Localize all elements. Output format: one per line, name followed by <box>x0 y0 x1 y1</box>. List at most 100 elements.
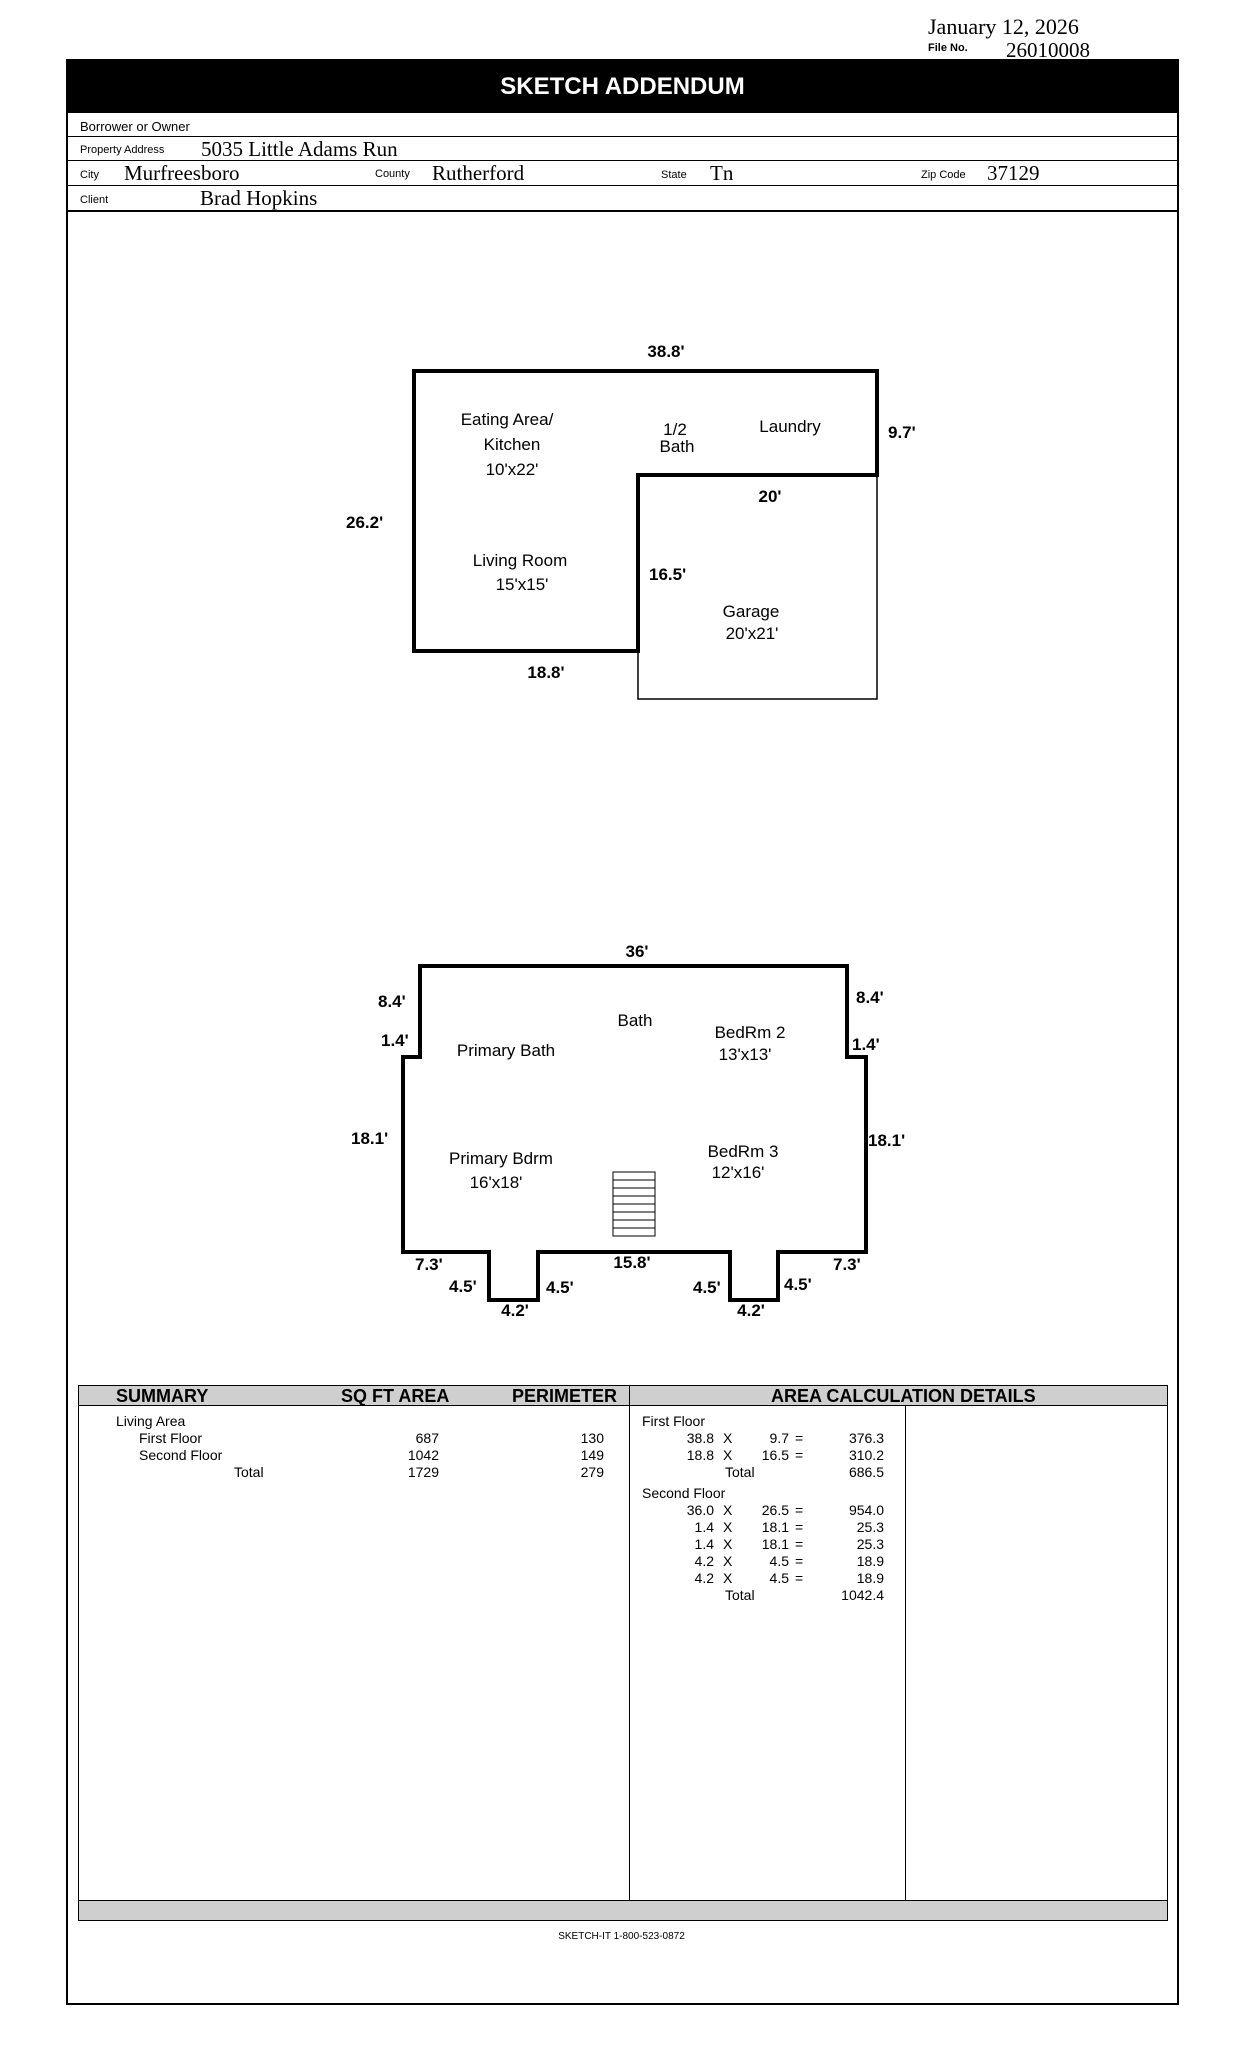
address-value: 5035 Little Adams Run <box>201 137 398 161</box>
calc-factor-a: 18.8 <box>686 1447 714 1463</box>
dim-sf-right-step: 1.4' <box>852 1035 880 1054</box>
zip-value: 37129 <box>987 161 1040 185</box>
room-bedrm2-size: 13'x13' <box>719 1045 772 1064</box>
summary-row-label: Second Floor <box>139 1447 223 1463</box>
dim-garage-left: 16.5' <box>649 565 686 584</box>
room-kitchen-line1: Eating Area/ <box>461 410 554 429</box>
city-value: Murfreesboro <box>124 161 240 185</box>
second-floor-outline <box>401 964 868 1302</box>
summary-header: SUMMARY SQ FT AREA PERIMETER AREA CALCUL… <box>79 1386 1167 1406</box>
dim-sf-bottom-left: 7.3' <box>415 1255 443 1274</box>
calc-result: 376.3 <box>848 1430 884 1446</box>
calc-factor-b: 16.5 <box>761 1447 789 1463</box>
room-bedrm3: BedRm 3 <box>708 1142 779 1161</box>
summary-row-area: 1042 <box>407 1447 439 1463</box>
calc-factor-a: 38.8 <box>686 1430 714 1446</box>
calc-equals: = <box>795 1519 804 1535</box>
dim-ff-top: 38.8' <box>647 342 684 361</box>
software-credit: SKETCH-IT 1-800-523-0872 <box>558 1931 685 1942</box>
room-kitchen-size: 10'x22' <box>486 460 539 479</box>
dim-sf-bump-right-l: 4.5' <box>693 1278 721 1297</box>
form-title: SKETCH ADDENDUM <box>68 61 1177 113</box>
sketch-addendum-form: SKETCH ADDENDUM Borrower or Owner Proper… <box>66 59 1179 2005</box>
calc-equals: = <box>795 1570 804 1586</box>
summary-row-label: Total <box>234 1464 264 1480</box>
sketch-area-divider <box>68 210 1177 212</box>
dim-sf-bump-left-r: 4.5' <box>546 1278 574 1297</box>
first-floor-plan: 38.8' 9.7' 26.2' 20' 16.5' 18.8' Eating … <box>346 342 916 700</box>
summary-header-label: SUMMARY <box>116 1386 209 1406</box>
calc-times: X <box>723 1519 733 1535</box>
calc-equals: = <box>795 1447 804 1463</box>
dim-sf-top: 36' <box>626 942 649 961</box>
perimeter-header-label: PERIMETER <box>512 1386 618 1406</box>
address-label: Property Address <box>80 144 165 156</box>
dim-ff-bottom: 18.8' <box>527 663 564 682</box>
state-value: Tn <box>710 161 734 185</box>
borrower-label: Borrower or Owner <box>80 119 190 134</box>
second-floor-total-value: 1042.4 <box>841 1587 884 1603</box>
calc-times: X <box>723 1536 733 1552</box>
calc-times: X <box>723 1553 733 1569</box>
calc-result: 310.2 <box>848 1447 884 1463</box>
dim-sf-left-step: 1.4' <box>381 1031 409 1050</box>
dim-sf-bump-right-bottom: 4.2' <box>737 1301 765 1320</box>
first-floor-calc-title: First Floor <box>642 1413 705 1429</box>
dim-ff-right: 9.7' <box>888 423 916 442</box>
client-label: Client <box>80 194 109 206</box>
summary-row-perimeter: 279 <box>580 1464 604 1480</box>
living-area-label: Living Area <box>116 1413 186 1429</box>
county-label: County <box>375 168 410 180</box>
first-floor-total-label: Total <box>725 1464 755 1480</box>
calc-factor-b: 18.1 <box>761 1536 789 1552</box>
calc-equals: = <box>795 1430 804 1446</box>
room-halfbath-line1: 1/2 <box>663 420 687 439</box>
client-row: Client Brad Hopkins <box>68 186 1177 210</box>
area-summary-table: SUMMARY SQ FT AREA PERIMETER AREA CALCUL… <box>78 1385 1168 1921</box>
city-label: City <box>80 169 99 181</box>
room-laundry: Laundry <box>759 417 821 436</box>
summary-row-perimeter: 149 <box>580 1447 604 1463</box>
dim-garage-top: 20' <box>759 487 782 506</box>
calc-result: 954.0 <box>848 1502 884 1518</box>
first-floor-total-value: 686.5 <box>848 1464 884 1480</box>
room-living: Living Room <box>473 551 568 570</box>
dim-sf-right-upper: 8.4' <box>856 988 884 1007</box>
room-bedrm2: BedRm 2 <box>715 1023 786 1042</box>
summary-row-area: 1729 <box>407 1464 439 1480</box>
file-no-label: File No. <box>928 42 968 54</box>
calc-equals: = <box>795 1502 804 1518</box>
dim-sf-left-upper: 8.4' <box>378 992 406 1011</box>
area-header-label: SQ FT AREA <box>341 1386 450 1406</box>
dim-sf-right-main: 18.1' <box>868 1131 905 1150</box>
calc-result: 25.3 <box>856 1536 884 1552</box>
floor-plan-sketch: 38.8' 9.7' 26.2' 20' 16.5' 18.8' Eating … <box>346 342 916 1320</box>
county-value: Rutherford <box>432 161 525 185</box>
dim-sf-bump-left-l: 4.5' <box>449 1277 477 1296</box>
borrower-row: Borrower or Owner <box>68 113 1177 137</box>
calc-factor-a: 1.4 <box>694 1536 714 1552</box>
room-primary-bdrm-size: 16'x18' <box>470 1173 523 1192</box>
calc-result: 18.9 <box>856 1553 884 1569</box>
calc-factor-a: 4.2 <box>694 1553 714 1569</box>
summary-footer-bar <box>79 1900 1167 1920</box>
calc-equals: = <box>795 1536 804 1552</box>
dim-sf-bottom-middle: 15.8' <box>613 1253 650 1272</box>
address-row: Property Address 5035 Little Adams Run <box>68 137 1177 161</box>
calc-result: 18.9 <box>856 1570 884 1586</box>
calc-factor-a: 1.4 <box>694 1519 714 1535</box>
calc-factor-b: 26.5 <box>761 1502 789 1518</box>
dim-ff-left: 26.2' <box>346 513 383 532</box>
dim-sf-bump-left-bottom: 4.2' <box>501 1301 529 1320</box>
calc-result: 25.3 <box>856 1519 884 1535</box>
dim-sf-left-main: 18.1' <box>351 1129 388 1148</box>
room-primary-bdrm: Primary Bdrm <box>449 1149 553 1168</box>
garage-outline <box>637 474 878 700</box>
room-kitchen-line2: Kitchen <box>484 435 541 454</box>
room-halfbath-line2: Bath <box>660 437 695 456</box>
summary-row-area: 687 <box>415 1430 439 1446</box>
dim-sf-bump-right-r: 4.5' <box>784 1275 812 1294</box>
calc-factor-b: 4.5 <box>769 1553 789 1569</box>
details-divider <box>905 1406 906 1900</box>
summary-divider <box>629 1386 630 1920</box>
